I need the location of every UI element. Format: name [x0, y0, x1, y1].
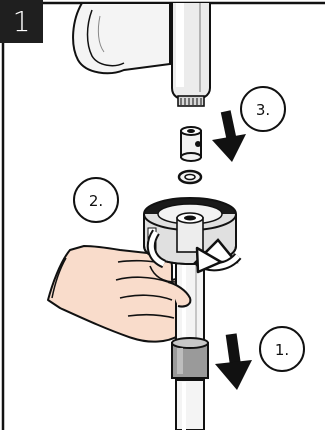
callout-step-1: 1. [259, 326, 305, 372]
callout-step-2-label: 2. [89, 192, 103, 210]
callout-step-1-label: 1. [275, 341, 289, 359]
faucet-body [72, 2, 211, 107]
hand-thumb-detail [167, 281, 192, 308]
arrow-down-step-3-icon [212, 110, 246, 162]
sealing-washer [177, 169, 203, 185]
step-number-badge: 1 [0, 0, 43, 43]
sliding-sleeve [171, 337, 209, 379]
arrow-down-step-1-icon [215, 333, 252, 390]
rotate-arrow-icon [146, 229, 242, 274]
flow-restrictor-insert [180, 126, 202, 162]
callout-step-3-label: 3. [256, 101, 270, 119]
callout-step-2: 2. [73, 177, 119, 223]
callout-step-3: 3. [240, 86, 286, 132]
hand-illustration [47, 245, 193, 343]
